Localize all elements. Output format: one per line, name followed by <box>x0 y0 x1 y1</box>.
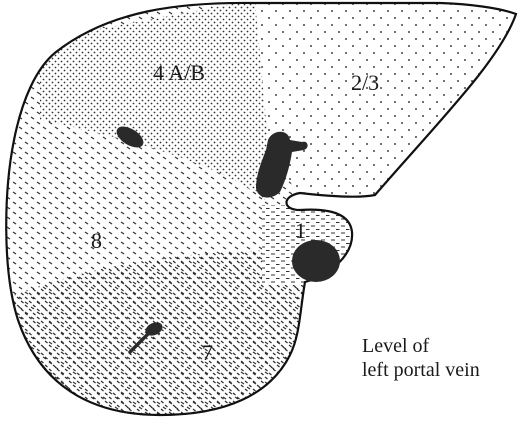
inferior-vena-cava <box>292 240 340 282</box>
segment-label-1: 1 <box>295 218 306 243</box>
segment-label-7: 7 <box>202 340 213 365</box>
diagram-caption: Level of left portal vein <box>362 334 522 382</box>
segment-23-stipple <box>255 0 523 200</box>
caption-line-1: Level of <box>362 334 522 358</box>
segment-label-23: 2/3 <box>351 70 379 95</box>
segment-label-8: 8 <box>91 228 102 253</box>
caption-line-2: left portal vein <box>362 358 522 382</box>
segment-label-4ab: 4 A/B <box>153 60 205 85</box>
